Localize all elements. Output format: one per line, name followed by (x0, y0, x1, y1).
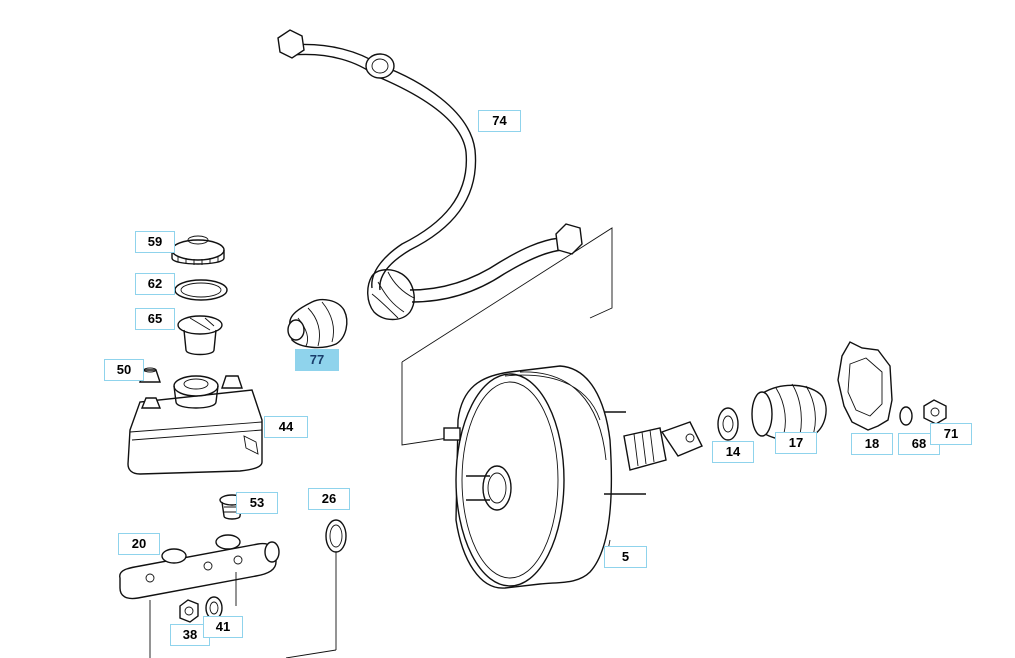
callout-77[interactable]: 77 (295, 349, 339, 371)
brake-booster-drawing (443, 365, 703, 589)
callout-44[interactable]: 44 (264, 416, 308, 438)
callout-5[interactable]: 5 (604, 546, 647, 568)
callout-71[interactable]: 71 (930, 423, 972, 445)
reservoir-cap-drawing (171, 235, 225, 265)
dust-boot-drawing (287, 298, 348, 349)
gasket-drawing (837, 341, 893, 431)
washer-and-nut-drawing (899, 399, 947, 426)
callout-20[interactable]: 20 (118, 533, 160, 555)
booster-mount-frame (401, 227, 613, 446)
nut-and-washer-drawing (179, 596, 223, 623)
callout-14[interactable]: 14 (712, 441, 754, 463)
callout-41[interactable]: 41 (203, 616, 243, 638)
callout-38[interactable]: 38 (170, 624, 210, 646)
fluid-reservoir-drawing (127, 375, 263, 475)
callout-17[interactable]: 17 (775, 432, 817, 454)
callout-18[interactable]: 18 (851, 433, 893, 455)
callout-26[interactable]: 26 (308, 488, 350, 510)
callout-74[interactable]: 74 (478, 110, 521, 132)
reservoir-seal-drawing (174, 279, 228, 301)
callout-50[interactable]: 50 (104, 359, 144, 381)
o-ring-drawing (285, 519, 347, 658)
strainer-drawing (177, 315, 223, 356)
callout-59[interactable]: 59 (135, 231, 175, 253)
callout-53[interactable]: 53 (236, 492, 278, 514)
master-cylinder-drawing (119, 534, 280, 658)
brake-hose-drawing (277, 29, 583, 321)
callout-62[interactable]: 62 (135, 273, 175, 295)
callout-65[interactable]: 65 (135, 308, 175, 330)
washer-drawing (717, 407, 739, 441)
